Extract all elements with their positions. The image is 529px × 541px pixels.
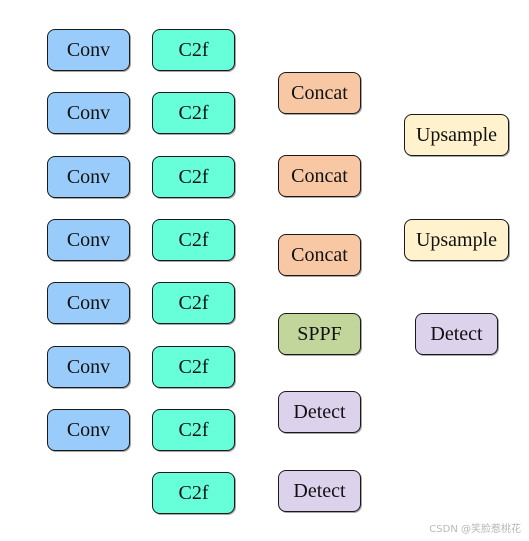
conv-block: Conv [47, 92, 130, 134]
detect-block: Detect [278, 470, 361, 512]
conv-block: Conv [47, 409, 130, 451]
watermark: CSDN @笑脸惹桃花 [429, 524, 521, 535]
sppf-block: SPPF [278, 313, 361, 355]
conv-block: Conv [47, 29, 130, 71]
upsample-block: Upsample [404, 219, 509, 261]
conv-block: Conv [47, 219, 130, 261]
conv-block: Conv [47, 346, 130, 388]
c2f-block: C2f [152, 29, 235, 71]
detect-block: Detect [415, 313, 498, 355]
upsample-block: Upsample [404, 114, 509, 156]
c2f-block: C2f [152, 156, 235, 198]
c2f-block: C2f [152, 92, 235, 134]
conv-block: Conv [47, 282, 130, 324]
c2f-block: C2f [152, 219, 235, 261]
c2f-block: C2f [152, 346, 235, 388]
detect-block: Detect [278, 391, 361, 433]
concat-block: Concat [278, 72, 361, 114]
c2f-block: C2f [152, 409, 235, 451]
c2f-block: C2f [152, 472, 235, 514]
c2f-block: C2f [152, 282, 235, 324]
conv-block: Conv [47, 156, 130, 198]
concat-block: Concat [278, 234, 361, 276]
concat-block: Concat [278, 155, 361, 197]
